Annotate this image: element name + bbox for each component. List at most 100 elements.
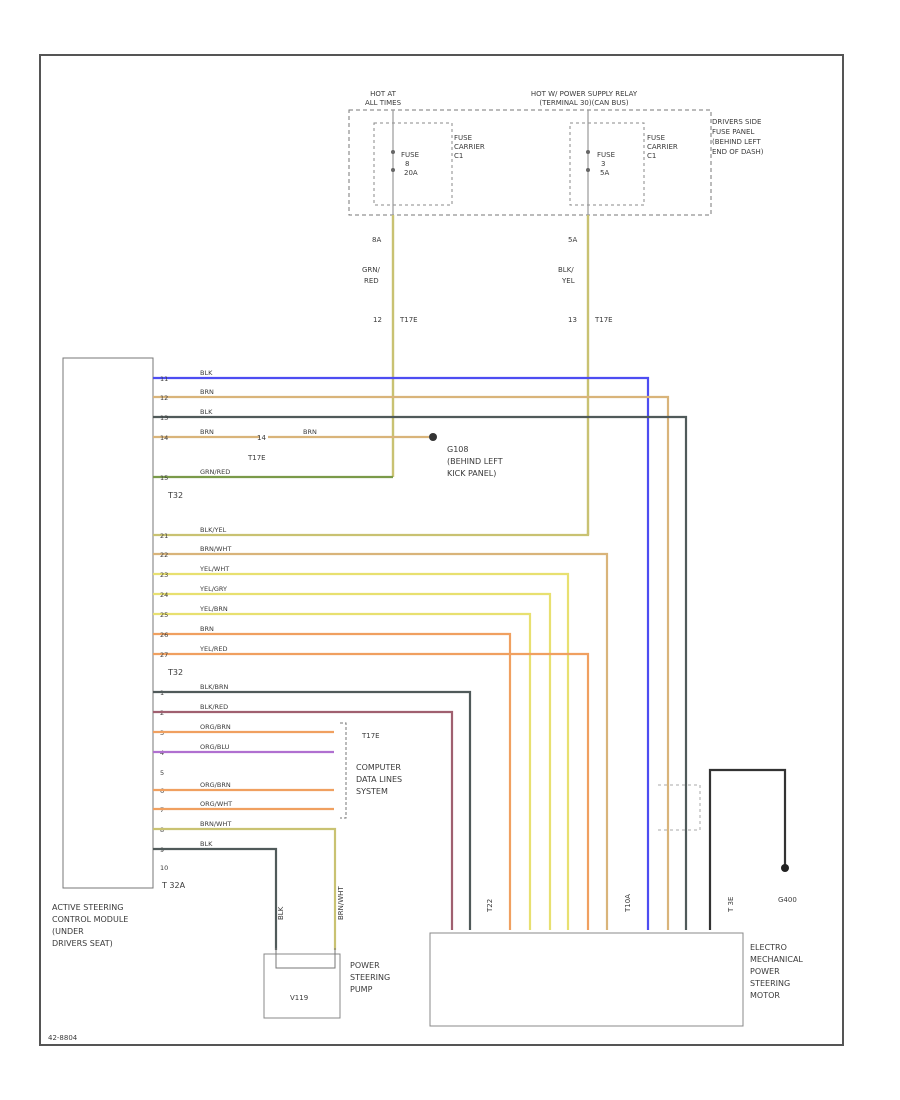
fuse-carrier-box — [373, 122, 453, 206]
pin-mid-21: 21 — [160, 532, 168, 540]
pump-wire-right: BRN/WHT — [337, 886, 345, 920]
pin-mid-24: 24 — [160, 591, 168, 599]
motor-label-5: MOTOR — [750, 991, 780, 1000]
carrier2-line-1: FUSE — [647, 134, 665, 142]
module-label: ACTIVE STEERING CONTROL MODULE (UNDER DR… — [52, 903, 128, 948]
connector-t32-b: T32 — [167, 668, 183, 677]
wire-color-low-2: BLK/RED — [200, 703, 228, 711]
hot-at-label: HOT AT — [370, 90, 397, 98]
motor-label-2: MECHANICAL — [750, 955, 803, 964]
wire-low-1 — [153, 690, 472, 930]
wire-mid-21 — [153, 530, 590, 537]
wire-color-mid-26: BRN — [200, 625, 214, 633]
fuse-panel-label: DRIVERS SIDE FUSE PANEL (BEHIND LEFT END… — [712, 118, 764, 156]
power-feed-header: HOT AT ALL TIMES HOT W/ POWER SUPPLY REL… — [365, 90, 638, 107]
wire-low-2 — [153, 710, 454, 930]
wire-color-mid-25: YEL/BRN — [199, 605, 228, 613]
pin-low-5: 5 — [160, 769, 164, 777]
wire-mid-24 — [153, 592, 552, 930]
computer-data-lines: COMPUTER DATA LINES SYSTEM — [340, 722, 402, 819]
fuse-rating: 20A — [404, 169, 418, 177]
fuse-panel-line-2: FUSE PANEL — [712, 128, 754, 136]
wire-mid-25 — [153, 612, 532, 930]
wire-color-mid-22: BRN/WHT — [200, 545, 231, 553]
pump-label-2: STEERING — [350, 973, 390, 982]
pump-label-1: POWER — [350, 961, 380, 970]
fuse-panel-line-3: (BEHIND LEFT — [712, 138, 761, 146]
diagram-frame — [39, 54, 844, 1046]
wire-top-13 — [153, 415, 688, 930]
wire-top-12 — [153, 395, 670, 930]
terminal-label: 8A — [372, 236, 381, 244]
fuse-name-2: FUSE — [597, 151, 615, 159]
data-lines-3: SYSTEM — [356, 787, 388, 796]
wire-color-low-6: ORG/BRN — [200, 781, 231, 789]
fuse-number-2: 3 — [601, 160, 605, 168]
wire-color-mid-23: YEL/WHT — [199, 565, 229, 573]
wire-mid-26 — [153, 632, 512, 930]
pump-wire-left: BLK — [277, 906, 285, 920]
diagram-code: 42-8804 — [48, 1034, 78, 1042]
data-lines-2: DATA LINES — [356, 775, 402, 784]
wire-color-1: GRN/ — [362, 266, 381, 274]
wires-group: 11BLK12BRN13BLK14BRN15GRN/REDBRN21BLK/YE… — [153, 369, 688, 950]
t17e-label: T17E — [361, 732, 380, 740]
connector-id-2: T17E — [594, 316, 613, 324]
fuse-8: FUSE 8 20A FUSE CARRIER C1 8A GRN/ RED 1… — [362, 110, 485, 324]
connector-id: T17E — [399, 316, 418, 324]
fuse-number: 8 — [405, 160, 409, 168]
pump-label-3: PUMP — [350, 985, 373, 994]
motor-label-3: POWER — [750, 967, 780, 976]
motor-connector-b: T10A — [624, 894, 632, 913]
connector-pin: 12 — [373, 316, 382, 324]
pin-mid-23: 23 — [160, 571, 168, 579]
motor-connector-c: T 3E — [727, 897, 735, 913]
terminal-label-2: 5A — [568, 236, 577, 244]
steering-control-module — [62, 357, 154, 889]
g108-ground: G108 (BEHIND LEFT KICK PANEL) 14 T17E — [247, 433, 503, 478]
wire-mid-23 — [153, 572, 570, 930]
wire-low-8 — [153, 827, 337, 950]
fuse-carrier-box-2 — [569, 122, 645, 206]
carrier-line-1: FUSE — [454, 134, 472, 142]
carrier-line-3: C1 — [454, 152, 463, 160]
wire-color-mid-24: YEL/GRY — [199, 585, 227, 593]
wire2-color-2: YEL — [561, 277, 575, 285]
fuse-panel-line-1: DRIVERS SIDE — [712, 118, 761, 126]
pin-mid-22: 22 — [160, 551, 168, 559]
pin-mid-25: 25 — [160, 611, 168, 619]
fuse-rating-2: 5A — [600, 169, 609, 177]
motor-label-1: ELECTRO — [750, 943, 787, 952]
pin-top-12: 12 — [160, 394, 168, 402]
wire-mid-22 — [153, 552, 609, 930]
module-label-2: CONTROL MODULE — [52, 915, 128, 924]
wire-color-top-12: BRN — [200, 388, 214, 396]
wire-color-low-3: ORG/BRN — [200, 723, 231, 731]
wire-color-top-14: BRN — [200, 428, 214, 436]
hot-relay-label: HOT W/ POWER SUPPLY RELAY — [531, 90, 638, 98]
pin-top-14: 14 — [160, 434, 168, 442]
ground-label-1: G108 — [447, 445, 468, 454]
pin-low-10: 10 — [160, 864, 168, 872]
fuse-panel-box — [348, 109, 712, 216]
data-lines-1: COMPUTER — [356, 763, 401, 772]
hot-at-label-2: ALL TIMES — [365, 99, 402, 107]
pin-top-11: 11 — [160, 375, 168, 383]
pin-mid-27: 27 — [160, 651, 168, 659]
wire-splice-color: BRN — [303, 428, 317, 436]
carrier2-line-2: CARRIER — [647, 143, 678, 151]
module-label-4: DRIVERS SEAT) — [52, 939, 113, 948]
fuse-name: FUSE — [401, 151, 419, 159]
wire-color-mid-21: BLK/YEL — [200, 526, 227, 534]
wire-color-top-13: BLK — [200, 408, 213, 416]
carrier2-line-3: C1 — [647, 152, 656, 160]
wire-color-low-4: ORG/BLU — [200, 743, 230, 751]
module-label-1: ACTIVE STEERING — [52, 903, 123, 912]
wire-color-2: RED — [364, 277, 379, 285]
splice-connector-id: T17E — [247, 454, 266, 462]
pump-code: V119 — [290, 994, 308, 1002]
wire-color-low-8: BRN/WHT — [200, 820, 231, 828]
wire-color-top-15: GRN/RED — [200, 468, 230, 476]
connector-t32-a: T32 — [167, 491, 183, 500]
